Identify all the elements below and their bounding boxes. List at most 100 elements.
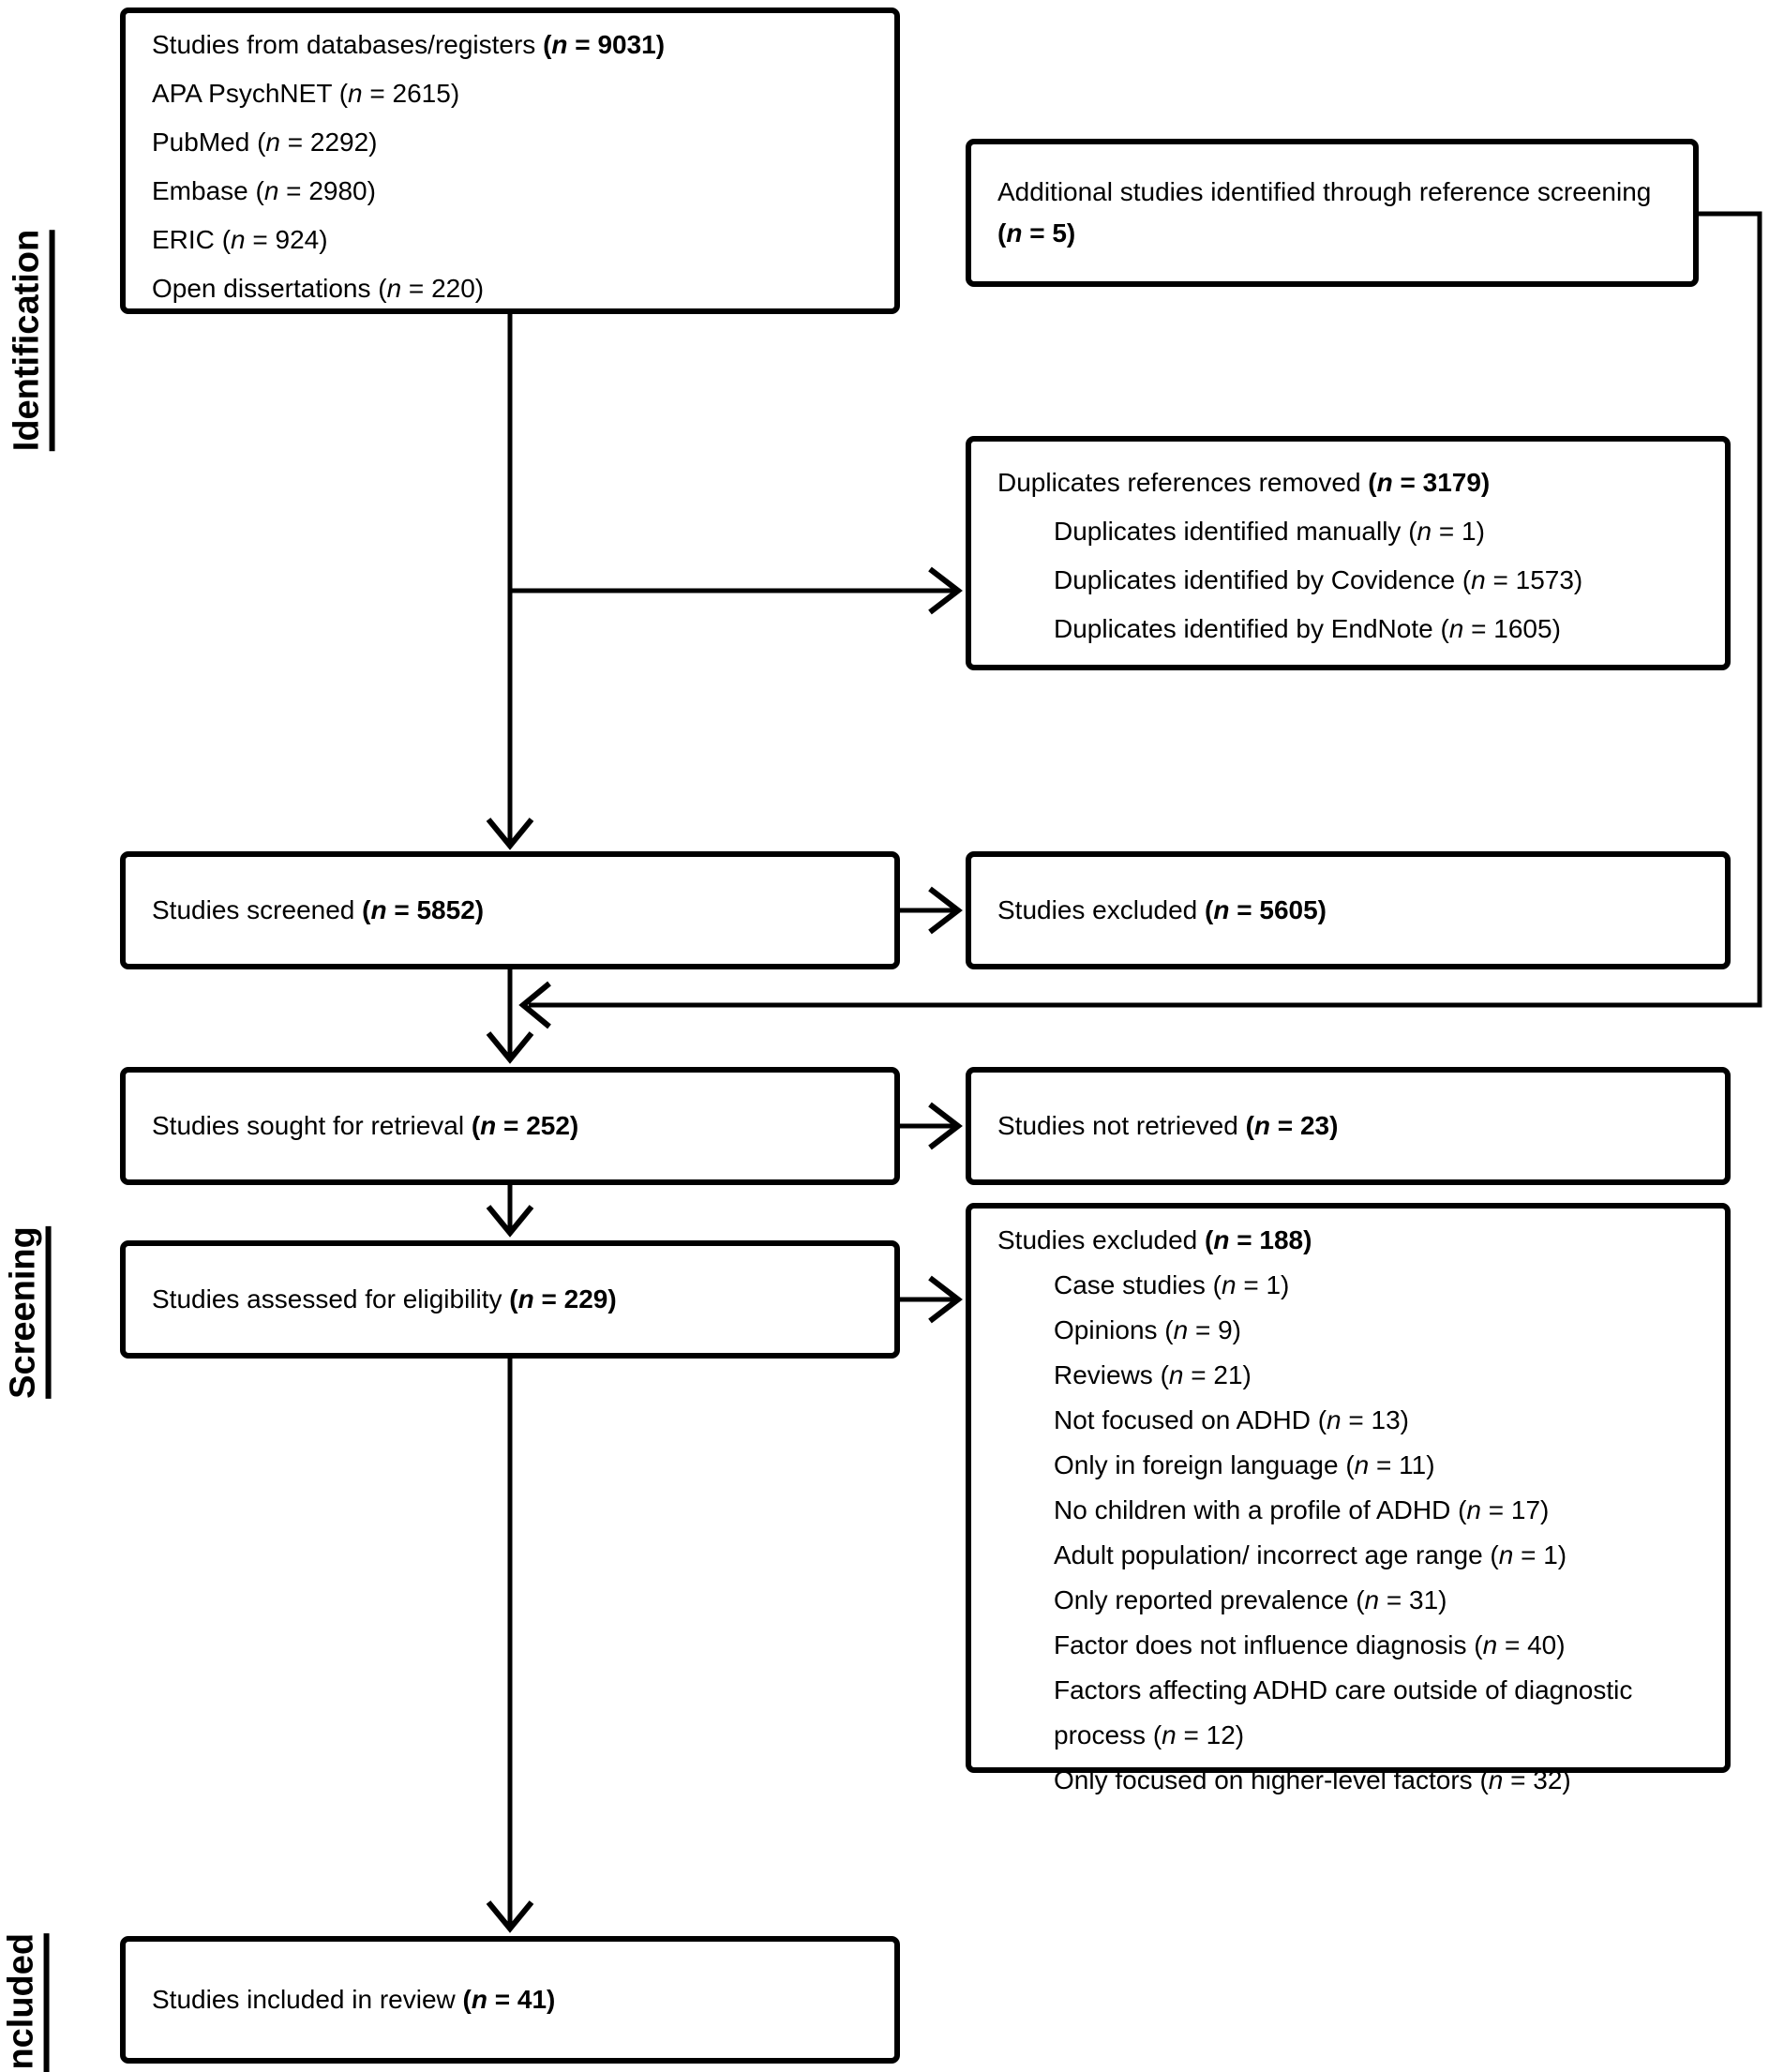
- box-studies-not-retrieved: Studies not retrieved (n = 23): [966, 1067, 1731, 1185]
- box-studies-screened: Studies screened (n = 5852): [120, 851, 900, 969]
- box-count: (n = 3179): [1368, 468, 1491, 497]
- box-count: (n = 5852): [362, 894, 485, 924]
- box-title: Studies excluded (n = 5605): [997, 893, 1327, 927]
- list-item: Embase (n = 2980): [152, 167, 881, 216]
- item-label: Adult population/ incorrect age range: [1054, 1540, 1483, 1569]
- box-title: Additional studies identified through re…: [997, 172, 1674, 254]
- box-title-text: Studies screened: [152, 894, 355, 924]
- item-label: Not focused on ADHD: [1054, 1405, 1311, 1434]
- box-duplicates-removed: Duplicates references removed (n = 3179)…: [966, 436, 1731, 670]
- connector-databases-to-screened: [486, 311, 534, 850]
- list-item: Duplicates identified by EndNote (n = 16…: [997, 605, 1712, 653]
- box-title: Studies not retrieved (n = 23): [997, 1109, 1338, 1143]
- item-count: (n = 2292): [257, 128, 378, 157]
- list-item: Adult population/ incorrect age range (n…: [997, 1533, 1712, 1578]
- stage-label-screening: Screening: [4, 1226, 52, 1399]
- item-count: (n = 9): [1164, 1315, 1242, 1344]
- item-count: (n = 220): [378, 274, 485, 303]
- list-item: Duplicates identified by Covidence (n = …: [997, 556, 1712, 605]
- item-label: Embase: [152, 176, 248, 205]
- list-item: Only focused on higher-level factors (n …: [997, 1758, 1712, 1803]
- connector-databases-to-duplicates: [510, 566, 963, 615]
- item-count: (n = 1): [1490, 1540, 1567, 1569]
- item-count: (n = 2980): [255, 176, 376, 205]
- box-title-text: Studies assessed for eligibility: [152, 1284, 502, 1314]
- list-item: Reviews (n = 21): [997, 1353, 1712, 1398]
- list-item: Only in foreign language (n = 11): [997, 1443, 1712, 1488]
- connector-assessed-to-included: [486, 1359, 534, 1933]
- box-count: (n = 41): [462, 1984, 556, 2014]
- box-title-text: Studies sought for retrieval: [152, 1110, 465, 1140]
- item-label: No children with a profile of ADHD: [1054, 1495, 1451, 1524]
- arrow-down-icon: [486, 818, 534, 850]
- item-label: Factors affecting ADHD care outside of d…: [1054, 1675, 1633, 1749]
- item-count: (n = 1573): [1462, 565, 1583, 594]
- item-label: ERIC: [152, 225, 215, 254]
- connector-screened-to-excluded: [900, 886, 963, 935]
- item-label: Case studies: [1054, 1270, 1206, 1299]
- connector-sought-to-notretrieved: [900, 1102, 963, 1150]
- stage-label-identification: Identification: [7, 229, 55, 452]
- box-title: Duplicates references removed (n = 3179): [997, 458, 1712, 507]
- list-item: No children with a profile of ADHD (n = …: [997, 1488, 1712, 1533]
- box-title: Studies screened (n = 5852): [152, 893, 484, 927]
- box-title: Studies from databases/registers (n = 90…: [152, 21, 881, 69]
- item-count: (n = 1605): [1440, 614, 1561, 643]
- box-title-text: Studies excluded: [997, 1225, 1198, 1254]
- item-label: Only in foreign language: [1054, 1450, 1339, 1479]
- item-count: (n = 40): [1474, 1630, 1566, 1659]
- item-label: Reviews: [1054, 1360, 1153, 1389]
- list-item: Duplicates identified manually (n = 1): [997, 507, 1712, 556]
- item-count: (n = 21): [1160, 1360, 1252, 1389]
- box-title-text: Studies included in review: [152, 1984, 456, 2014]
- list-item: Factor does not influence diagnosis (n =…: [997, 1623, 1712, 1668]
- connector-sought-to-assessed: [486, 1185, 534, 1238]
- box-count: (n = 252): [471, 1110, 579, 1140]
- box-count: (n = 5): [997, 218, 1076, 248]
- arrow-right-icon: [928, 1102, 963, 1150]
- list-item: Not focused on ADHD (n = 13): [997, 1398, 1712, 1443]
- list-item: Factors affecting ADHD care outside of d…: [997, 1668, 1712, 1758]
- item-label: APA PsychNET: [152, 79, 332, 108]
- box-title: Studies included in review (n = 41): [152, 1983, 555, 2017]
- box-studies-sought: Studies sought for retrieval (n = 252): [120, 1067, 900, 1185]
- list-item: APA PsychNET (n = 2615): [152, 69, 881, 118]
- box-title: Studies excluded (n = 188): [997, 1218, 1712, 1263]
- box-title-text: Studies not retrieved: [997, 1110, 1238, 1140]
- item-label: Open dissertations: [152, 274, 371, 303]
- box-databases-registers: Studies from databases/registers (n = 90…: [120, 8, 900, 314]
- item-label: Duplicates identified by Covidence: [1054, 565, 1456, 594]
- box-title-text: Duplicates references removed: [997, 468, 1361, 497]
- item-count: (n = 1): [1212, 1270, 1290, 1299]
- connector-screened-to-sought: [486, 969, 534, 1064]
- item-label: Only focused on higher-level factors: [1054, 1765, 1473, 1794]
- box-count: (n = 5605): [1205, 894, 1327, 924]
- box-additional-studies: Additional studies identified through re…: [966, 139, 1699, 287]
- box-count: (n = 188): [1205, 1225, 1312, 1254]
- box-count: (n = 9031): [543, 30, 666, 59]
- item-count: (n = 12): [1152, 1720, 1245, 1749]
- item-label: PubMed: [152, 128, 250, 157]
- box-studies-excluded-screening: Studies excluded (n = 5605): [966, 851, 1731, 969]
- item-count: (n = 32): [1479, 1765, 1571, 1794]
- stage-label-included: Included: [2, 1932, 50, 2072]
- arrow-down-icon: [486, 1900, 534, 1933]
- item-count: (n = 1): [1408, 517, 1485, 546]
- item-label: Duplicates identified by EndNote: [1054, 614, 1433, 643]
- arrow-down-icon: [486, 1205, 534, 1238]
- item-label: Factor does not influence diagnosis: [1054, 1630, 1467, 1659]
- item-label: Only reported prevalence: [1054, 1585, 1349, 1614]
- list-item: Only reported prevalence (n = 31): [997, 1578, 1712, 1623]
- list-item: Case studies (n = 1): [997, 1263, 1712, 1308]
- item-count: (n = 13): [1317, 1405, 1409, 1434]
- item-count: (n = 2615): [338, 79, 460, 108]
- box-studies-assessed: Studies assessed for eligibility (n = 22…: [120, 1240, 900, 1359]
- connector-assessed-to-excluded188: [900, 1275, 963, 1324]
- list-item: Opinions (n = 9): [997, 1308, 1712, 1353]
- list-item: ERIC (n = 924): [152, 216, 881, 264]
- arrow-right-icon: [928, 566, 963, 615]
- arrow-down-icon: [486, 1031, 534, 1064]
- arrow-right-icon: [928, 1275, 963, 1324]
- box-title-text: Additional studies identified through re…: [997, 177, 1652, 206]
